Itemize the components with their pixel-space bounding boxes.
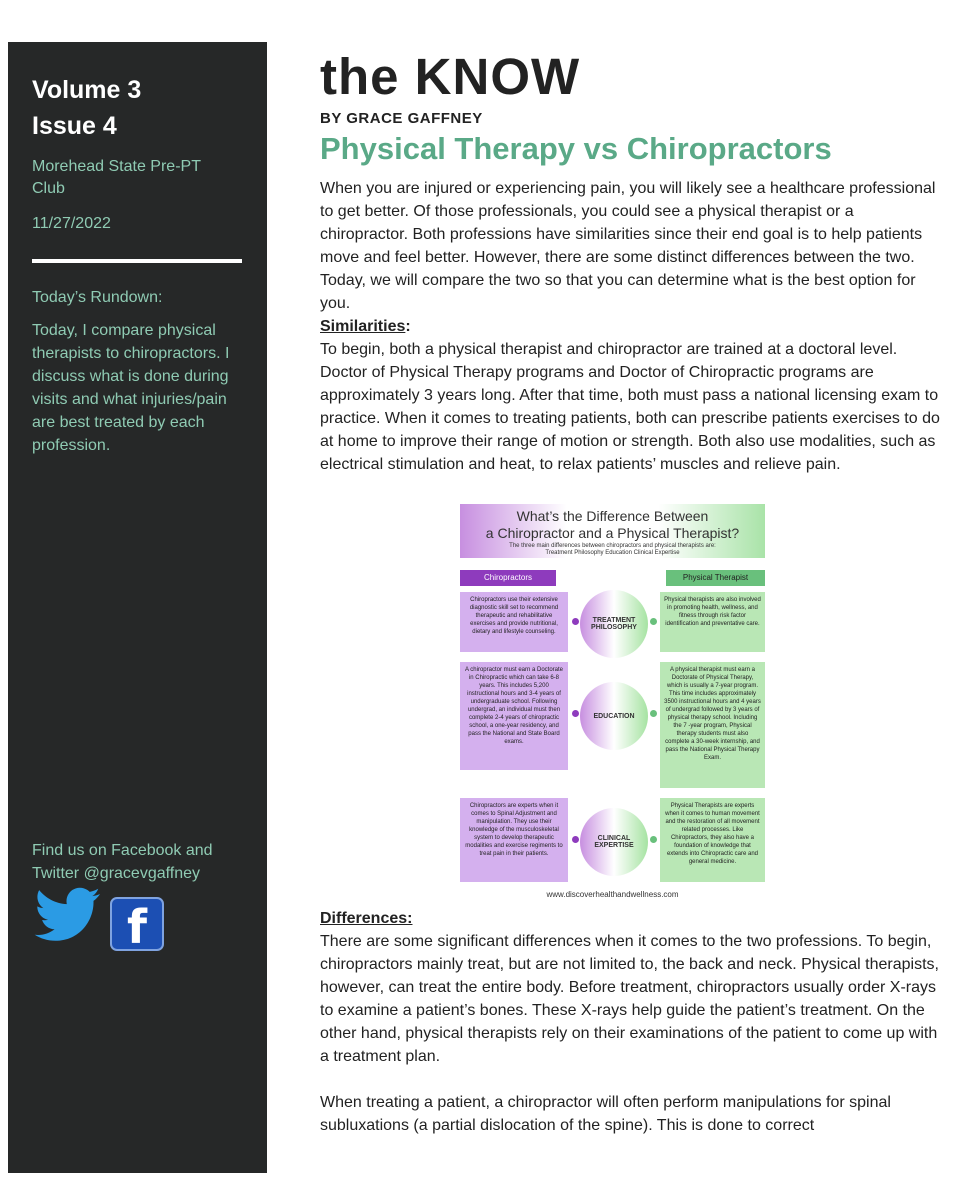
newsletter-masthead: the KNOW [320, 48, 581, 105]
sidebar: Volume 3 Issue 4 Morehead State Pre-PT C… [8, 42, 267, 1173]
facebook-icon[interactable]: f [110, 897, 164, 954]
infographic-subtitle: The three main differences between chiro… [509, 543, 716, 549]
sidebar-divider [32, 259, 242, 263]
connector-dot [572, 618, 579, 625]
differences-heading: Differences: [320, 910, 413, 927]
infographic-header: What’s the Difference Between a Chiropra… [460, 504, 765, 558]
issue-date: 11/27/2022 [32, 215, 111, 232]
pt-philosophy-box: Physical therapists are also involved in… [660, 592, 765, 652]
treating-paragraph: When treating a patient, a chiropractor … [320, 1094, 891, 1134]
infographic-categories: Treatment Philosophy Education Clinical … [545, 550, 680, 556]
clinical-expertise-circle: CLINICAL EXPERTISE [580, 808, 648, 876]
volume-label: Volume 3 [32, 76, 142, 104]
connector-dot [650, 836, 657, 843]
connector-dot [572, 710, 579, 717]
similarities-paragraph: To begin, both a physical therapist and … [320, 341, 940, 473]
article-headline: Physical Therapy vs Chiropractors [320, 131, 832, 166]
intro-paragraph: When you are injured or experiencing pai… [320, 180, 936, 312]
main-article: the KNOW BY GRACE GAFFNEY Physical Thera… [320, 48, 940, 1137]
club-name: Morehead State Pre-PT Club [32, 158, 201, 197]
row-label: CLINICAL EXPERTISE [594, 835, 634, 849]
byline: BY GRACE GAFFNEY [320, 110, 483, 127]
pt-expertise-box: Physical Therapists are experts when it … [660, 798, 765, 882]
connector-dot [572, 836, 579, 843]
row-label: EDUCATION [593, 712, 635, 720]
similarities-heading: Similarities [320, 318, 406, 335]
comparison-infographic: What’s the Difference Between a Chiropra… [460, 504, 765, 899]
rundown-heading: Today’s Rundown: [32, 289, 163, 306]
row-label: TREATMENT PHILOSOPHY [591, 617, 637, 631]
connector-dot [650, 618, 657, 625]
differences-paragraph: There are some significant differences w… [320, 933, 939, 1065]
chiropractors-column-header: Chiropractors [460, 570, 556, 586]
social-icons: f [34, 887, 164, 954]
issue-label: Issue 4 [32, 112, 117, 140]
education-circle: EDUCATION [580, 682, 648, 750]
connector-dot [650, 710, 657, 717]
social-follow-text: Find us on Facebook and Twitter @gracevg… [32, 842, 213, 882]
infographic-title-line2: a Chiropractor and a Physical Therapist? [485, 525, 740, 541]
paragraph-spacer [320, 1068, 940, 1091]
chiro-education-box: A chiropractor must earn a Doctorate in … [460, 662, 568, 770]
pt-education-box: A physical therapist must earn a Doctora… [660, 662, 765, 788]
treatment-philosophy-circle: TREATMENT PHILOSOPHY [580, 590, 648, 658]
physical-therapist-column-header: Physical Therapist [666, 570, 765, 586]
chiro-philosophy-box: Chiropractors use their extensive diagno… [460, 592, 568, 652]
similarities-heading-wrap: Similarities: [320, 315, 940, 338]
twitter-bird-icon[interactable] [34, 887, 104, 951]
infographic-source-url: www.discoverhealthandwellness.com [546, 890, 679, 899]
similarities-colon: : [405, 318, 411, 335]
rundown-text: Today, I compare physical therapists to … [32, 322, 230, 454]
infographic-title-line1: What’s the Difference Between [516, 508, 709, 524]
chiro-expertise-box: Chiropractors are experts when it comes … [460, 798, 568, 882]
